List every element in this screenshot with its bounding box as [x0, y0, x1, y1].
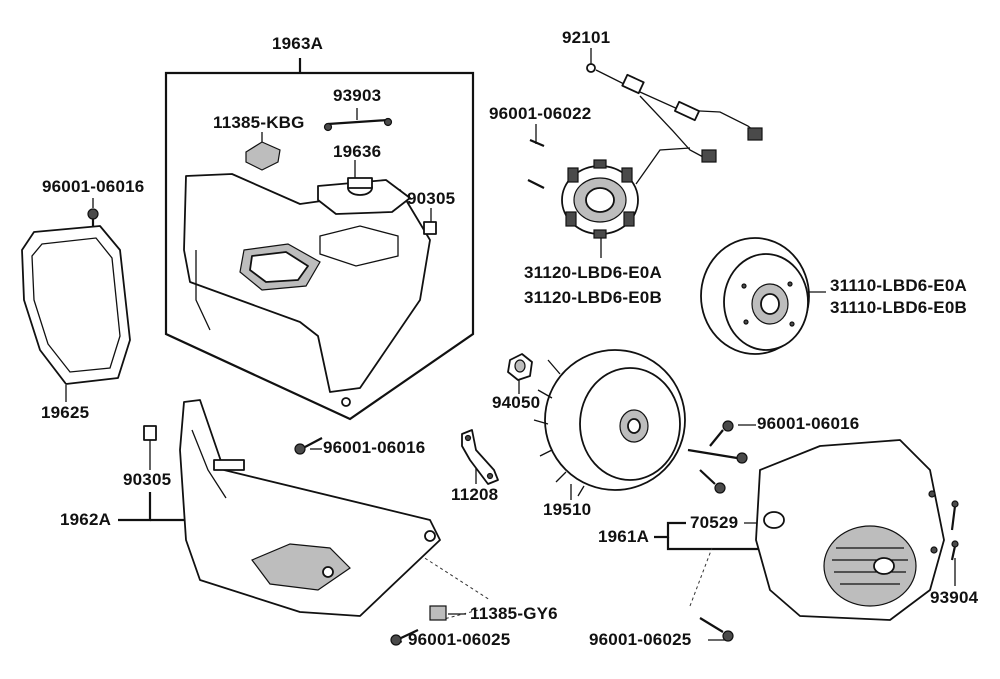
label-94050: 94050	[492, 393, 541, 412]
gasket-19625-part	[21, 225, 131, 385]
label-11385-gy6: 11385-GY6	[470, 604, 558, 623]
label-96001-06025-right: 96001-06025	[589, 630, 692, 649]
cover-19636-part	[317, 177, 411, 215]
bolt-96001-06025-left-part	[390, 629, 419, 646]
label-11208: 11208	[451, 485, 499, 504]
leader-lines	[65, 48, 956, 643]
label-96001-06022: 96001-06022	[489, 104, 592, 123]
bolt-96001-06016-left-part	[87, 208, 99, 228]
label-1962A: 1962A	[60, 510, 112, 529]
fan-cover-1961A-part	[755, 439, 945, 621]
label-31110-lbd6-e0b: 31110-LBD6-E0B	[830, 298, 967, 317]
clip-90305-lower-part	[143, 425, 157, 441]
label-90305-lower: 90305	[123, 470, 172, 489]
label-31120-lbd6-e0b: 31120-LBD6-E0B	[524, 288, 662, 307]
upper-shroud-1963A-part	[183, 173, 431, 407]
bracket-11208-part	[461, 429, 499, 485]
label-19510: 19510	[543, 500, 592, 519]
bolt-96001-06025-right-part	[699, 617, 734, 642]
label-96001-06016-middle: 96001-06016	[323, 438, 426, 457]
clip-11385-gy6-part	[429, 605, 447, 621]
flywheel-31110-part	[700, 237, 810, 355]
label-1961A: 1961A	[598, 527, 650, 546]
screw-93904-part	[950, 500, 959, 561]
label-70529: 70529	[690, 513, 739, 532]
label-11385-kbg: 11385-KBG	[213, 113, 305, 132]
label-93904: 93904	[930, 588, 979, 607]
label-96001-06016-right: 96001-06016	[757, 414, 860, 433]
bolt-96001-06016-right-part	[687, 420, 748, 494]
bolt-96001-06022-part	[527, 138, 545, 189]
screw-93903-part	[323, 117, 393, 132]
clip-90305-upper-part	[423, 221, 437, 235]
label-19625: 19625	[41, 403, 90, 422]
label-31120-lbd6-e0a: 31120-LBD6-E0A	[524, 263, 662, 282]
group-box-1963A	[164, 71, 475, 421]
cooling-fan-19510-part	[533, 349, 686, 497]
label-31110-lbd6-e0a: 31110-LBD6-E0A	[830, 276, 967, 295]
stator-31120-part	[561, 147, 691, 239]
label-96001-06025-left: 96001-06025	[408, 630, 511, 649]
label-1963A: 1963A	[272, 34, 324, 53]
clip-11385-kbg-part	[245, 141, 281, 171]
wiring-harness-part	[586, 63, 763, 163]
label-93903: 93903	[333, 86, 382, 105]
label-96001-06016-left: 96001-06016	[42, 177, 145, 196]
lower-shroud-1962A-part	[179, 399, 441, 617]
label-90305-upper: 90305	[407, 189, 456, 208]
bolt-96001-06016-middle-part	[294, 437, 323, 455]
nut-94050-part	[507, 353, 533, 381]
label-92101: 92101	[562, 28, 611, 47]
label-19636: 19636	[333, 142, 382, 161]
